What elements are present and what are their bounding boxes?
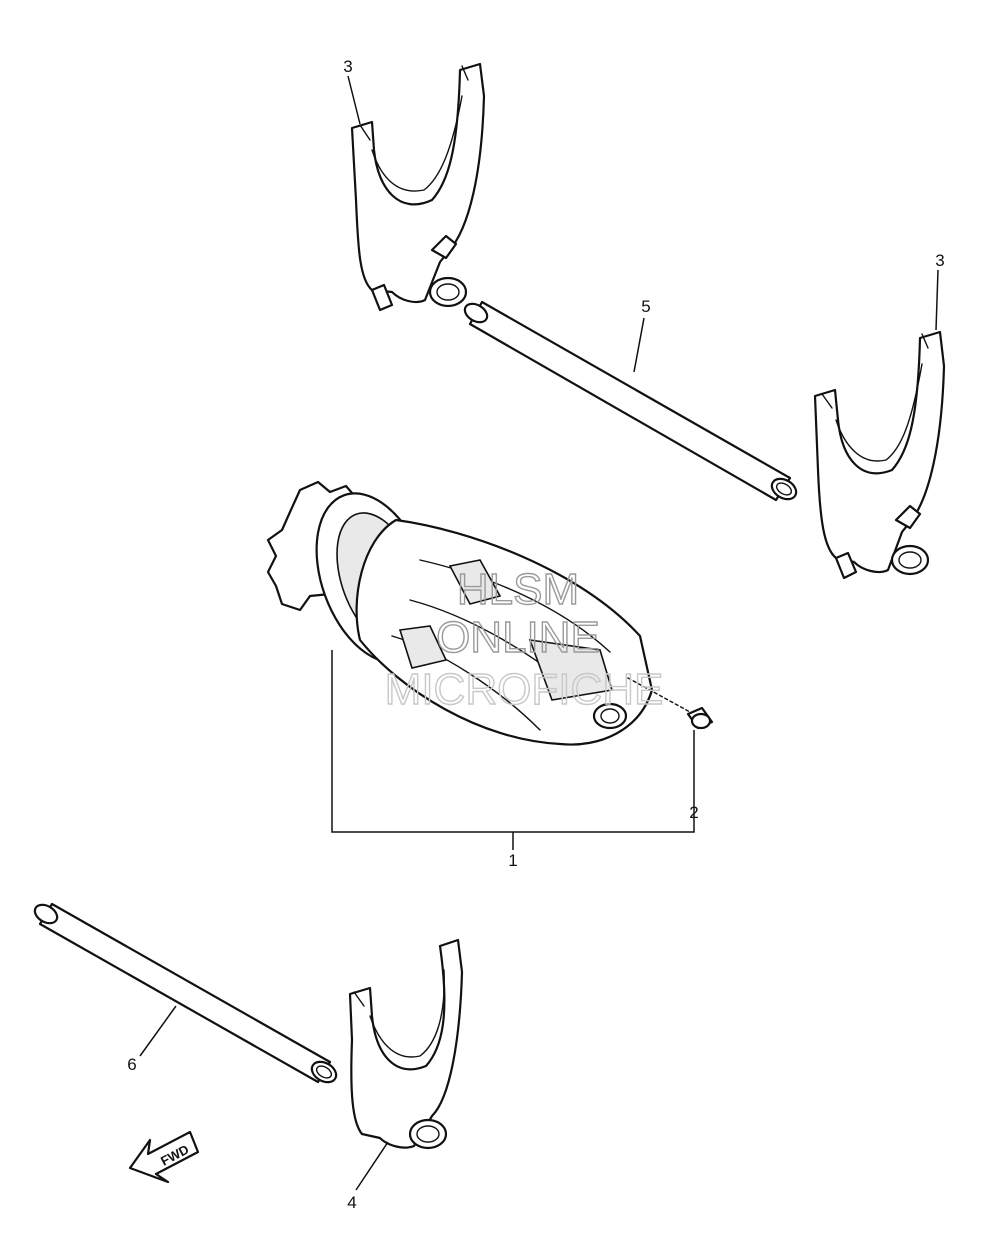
leader-6 — [139, 1005, 177, 1057]
shift-fork-3-right[interactable] — [813, 330, 946, 580]
leader-5 — [633, 317, 645, 373]
callout-6: 6 — [127, 1055, 136, 1074]
callout-5: 5 — [641, 297, 650, 316]
shift-fork-4[interactable] — [348, 938, 464, 1150]
guide-bar-6[interactable] — [32, 901, 340, 1086]
callout-3-right: 3 — [935, 251, 944, 270]
watermark-line-2: ONLINE — [436, 613, 600, 662]
callout-1: 1 — [508, 851, 517, 870]
shift-cam-1[interactable] — [266, 478, 654, 746]
callout-4: 4 — [347, 1193, 356, 1212]
callout-2: 2 — [689, 803, 698, 822]
watermark: HLSM ONLINE MICROFICHE — [384, 564, 664, 714]
guide-bar-5[interactable] — [462, 300, 800, 503]
leader-4 — [355, 1141, 389, 1191]
watermark-line-3: MICROFICHE — [385, 665, 664, 714]
leader-3-right — [935, 269, 939, 331]
leader-1 — [331, 650, 695, 850]
leader-3-top — [347, 75, 361, 125]
watermark-line-1: HLSM — [457, 565, 579, 614]
shift-fork-3-top[interactable] — [350, 62, 486, 312]
fwd-arrow-icon: FWD — [128, 1130, 200, 1184]
callout-3-top: 3 — [343, 57, 352, 76]
screw-2[interactable] — [627, 677, 714, 730]
